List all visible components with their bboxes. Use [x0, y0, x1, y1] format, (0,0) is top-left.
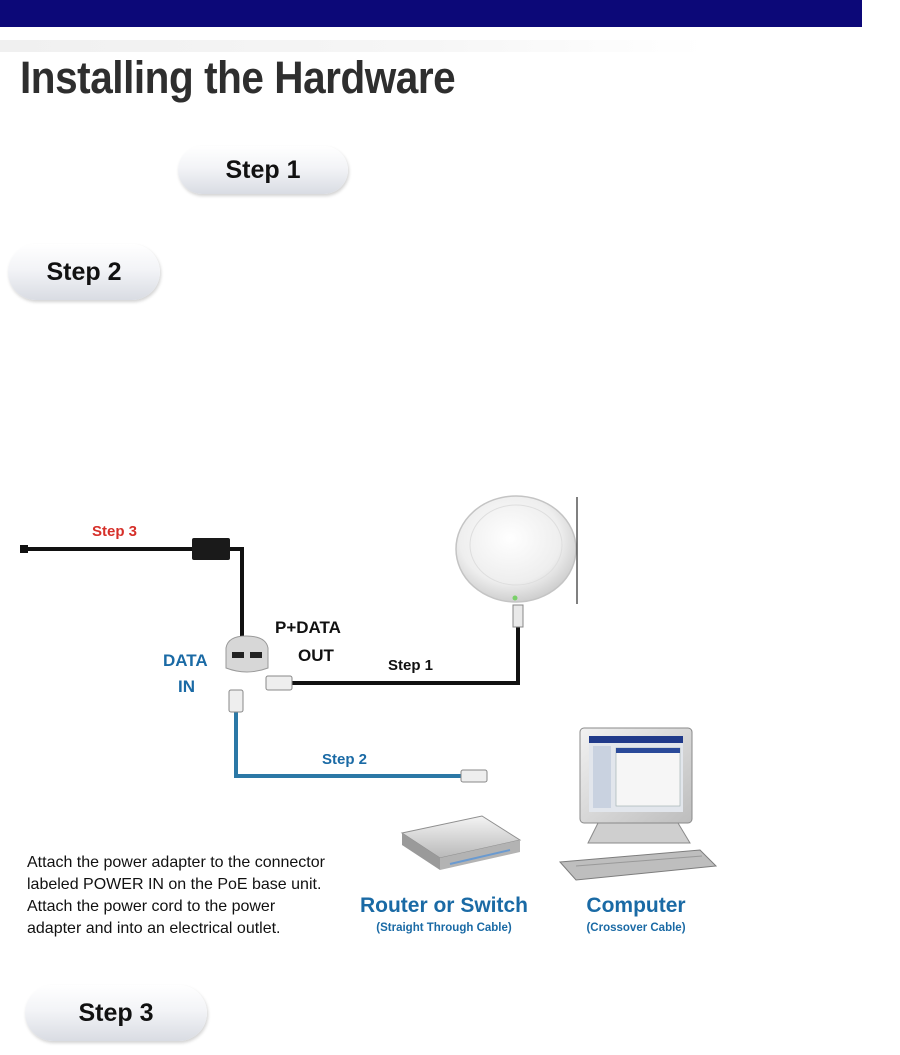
power-cord: [20, 545, 244, 640]
step-2-cable: [234, 708, 463, 778]
router-switch: [400, 815, 522, 870]
hardware-diagram: Step 3 Step 1 P+DATA OUT DATA IN Step 2: [20, 495, 718, 934]
step-2-button[interactable]: Step 2: [8, 244, 160, 300]
ap-connector: [512, 604, 524, 628]
computer-label: Computer: [586, 894, 685, 917]
step-1-cable-label: Step 1: [388, 657, 433, 674]
computer: [558, 727, 718, 881]
in-connector: [228, 689, 244, 713]
computer-cable-note: (Crossover Cable): [586, 922, 685, 934]
data-in-label: DATA IN: [163, 651, 212, 696]
header-bar: [0, 0, 862, 27]
step-2-cable-label: Step 2: [322, 751, 367, 768]
page-title: Installing the Hardware: [20, 52, 456, 103]
access-point: [455, 495, 577, 603]
step-3-description: Attach the power adapter to the connecto…: [27, 854, 325, 937]
pdata-out-label: P+DATA OUT: [275, 618, 345, 665]
out-connector: [265, 675, 293, 691]
router-label: Router or Switch: [360, 894, 528, 917]
power-adapter: [192, 538, 230, 560]
step-3-button[interactable]: Step 3: [25, 985, 207, 1041]
poe-base-unit: [225, 635, 269, 673]
router-connector: [460, 769, 488, 783]
title-shade: [0, 40, 705, 52]
step-3-cable-label: Step 3: [92, 523, 137, 540]
router-cable-note: (Straight Through Cable): [376, 922, 512, 934]
step-1-button[interactable]: Step 1: [178, 146, 348, 194]
step-1-cable: [290, 622, 520, 685]
